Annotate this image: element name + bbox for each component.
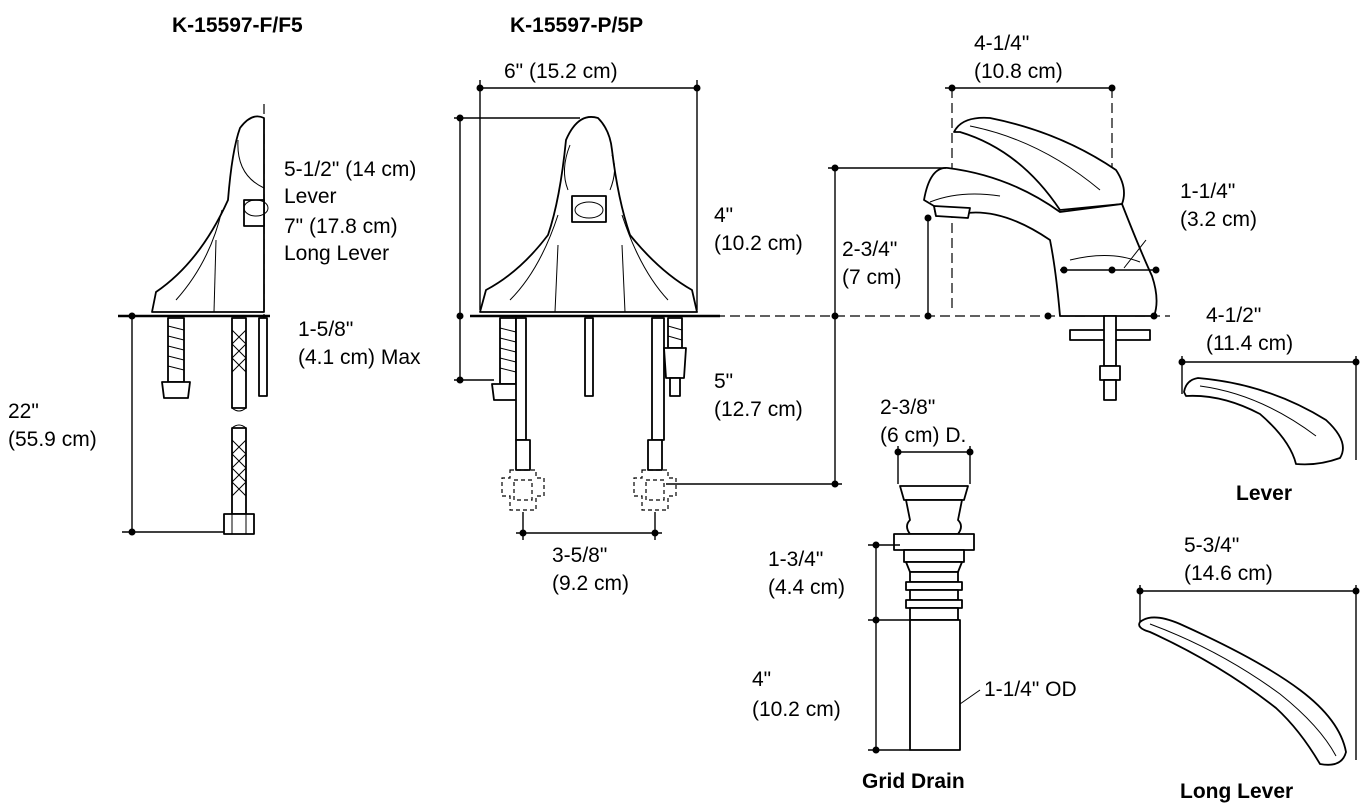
drain-diameter-label-a: 2-3/8" bbox=[880, 396, 935, 419]
height-4-label-b: (10.2 cm) bbox=[714, 232, 803, 255]
left-faucet bbox=[118, 104, 270, 536]
height-long-lever-label: 7" (17.8 cm) bbox=[284, 215, 398, 238]
drain-height2-label-b: (10.2 cm) bbox=[752, 698, 841, 721]
centers-label-b: (9.2 cm) bbox=[552, 572, 629, 595]
below-5-label-a: 5" bbox=[714, 370, 733, 393]
centers-label-a: 3-5/8" bbox=[552, 544, 607, 567]
long-lever-handle bbox=[1136, 585, 1360, 766]
lever-length-label-b: (11.4 cm) bbox=[1206, 332, 1293, 355]
long-lever-length-label-a: 5-3/4" bbox=[1184, 534, 1239, 557]
max-label-a: 1-5/8" bbox=[298, 318, 353, 341]
supply-22-label-a: 22" bbox=[8, 400, 39, 423]
reach-label-a: 4-1/4" bbox=[974, 32, 1029, 55]
side-view-faucet bbox=[700, 84, 1170, 401]
grid-drain bbox=[868, 446, 981, 754]
long-lever-caption: Long Lever bbox=[1180, 780, 1293, 803]
reach-label-b: (10.8 cm) bbox=[974, 60, 1063, 83]
supply-22-label-b: (55.9 cm) bbox=[8, 428, 97, 451]
grid-drain-caption: Grid Drain bbox=[862, 770, 965, 793]
base-label-b: (3.2 cm) bbox=[1180, 208, 1257, 231]
lever-label: Lever bbox=[284, 185, 337, 208]
long-lever-label: Long Lever bbox=[284, 242, 389, 265]
spout-label-a: 2-3/4" bbox=[842, 238, 897, 261]
spout-label-b: (7 cm) bbox=[842, 266, 902, 289]
long-lever-length-label-b: (14.6 cm) bbox=[1184, 562, 1273, 585]
lever-handle bbox=[1178, 356, 1360, 466]
model-label-left: K-15597-F/F5 bbox=[172, 14, 303, 37]
height-lever-label: 5-1/2" (14 cm) bbox=[284, 158, 416, 181]
drain-od-label: 1-1/4" OD bbox=[984, 678, 1077, 701]
base-label-a: 1-1/4" bbox=[1180, 180, 1235, 203]
lever-length-label-a: 4-1/2" bbox=[1206, 304, 1261, 327]
drain-height1-label-a: 1-3/4" bbox=[768, 548, 823, 571]
width-6-label: 6" (15.2 cm) bbox=[504, 60, 618, 83]
height-4-label-a: 4" bbox=[714, 204, 733, 227]
drain-height2-label-a: 4" bbox=[752, 668, 771, 691]
model-label-middle: K-15597-P/5P bbox=[510, 14, 643, 37]
drain-height1-label-b: (4.4 cm) bbox=[768, 576, 845, 599]
max-label-b: (4.1 cm) Max bbox=[298, 346, 421, 369]
drain-diameter-label-b: (6 cm) D. bbox=[880, 424, 966, 447]
lever-caption: Lever bbox=[1236, 482, 1292, 505]
below-5-label-b: (12.7 cm) bbox=[714, 398, 803, 421]
middle-faucet bbox=[454, 80, 842, 540]
